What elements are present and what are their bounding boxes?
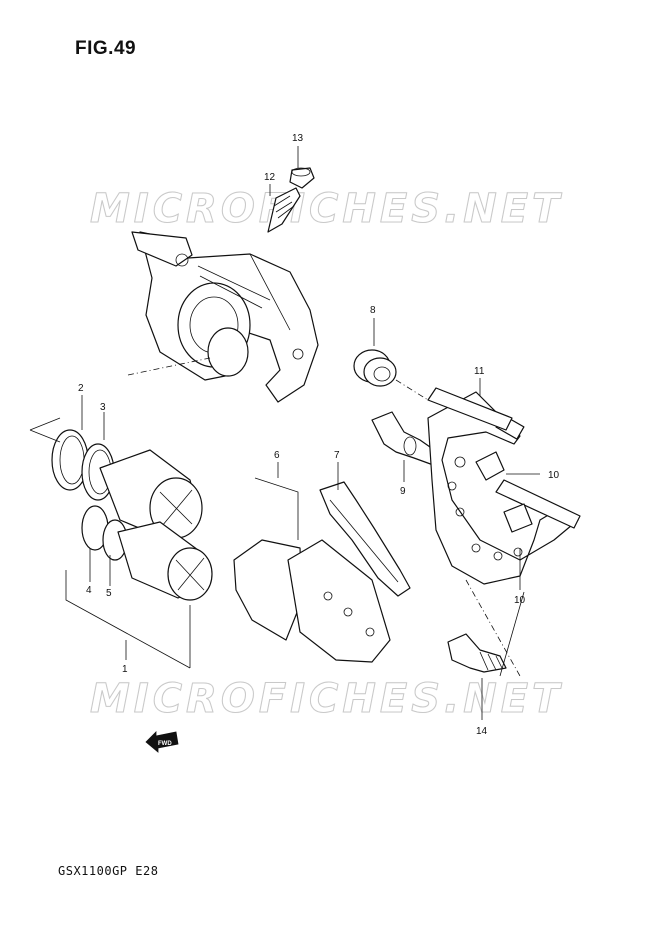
callout-13: 13 — [292, 133, 304, 144]
callout-10-upper: 10 — [548, 470, 560, 481]
watermark-top: MICROFICHES.NET — [89, 186, 564, 233]
fwd-label: FWD — [158, 741, 172, 747]
piston-lower — [117, 521, 213, 601]
callout-5: 5 — [106, 588, 112, 599]
piston-seal-2 — [51, 429, 89, 491]
figure-title: FIG.49 — [75, 38, 137, 59]
pin-boot — [353, 349, 397, 387]
callout-4: 4 — [86, 585, 92, 596]
callout-10-lower: 10 — [514, 595, 526, 606]
callout-11: 11 — [474, 366, 485, 377]
callout-9: 9 — [400, 486, 406, 497]
brake-pad — [233, 539, 391, 663]
callout-2: 2 — [78, 383, 84, 394]
bracket-clip-lower — [503, 503, 533, 533]
leader-lines — [29, 146, 540, 720]
caliper-body — [131, 231, 319, 403]
caliper-bracket — [427, 387, 581, 585]
mounting-bolt — [447, 633, 507, 673]
bleeder-cap — [289, 167, 315, 189]
callout-14: 14 — [476, 726, 488, 737]
callout-3: 3 — [100, 402, 106, 413]
fwd-arrow-icon: FWD — [145, 731, 179, 753]
watermark-bottom: MICROFICHES.NET — [89, 676, 564, 723]
pad-spring — [319, 481, 411, 597]
piston-upper — [99, 449, 203, 541]
callout-labels: 1 2 3 4 5 6 7 8 9 10 10 11 12 13 14 — [78, 133, 560, 737]
callout-12: 12 — [264, 172, 276, 183]
bracket-clip-upper — [475, 451, 505, 481]
callout-6: 6 — [274, 450, 280, 461]
model-code: GSX1100GP E28 — [58, 864, 159, 878]
callout-1: 1 — [122, 664, 128, 675]
callout-7: 7 — [334, 450, 340, 461]
callout-8: 8 — [370, 305, 376, 316]
bleeder-screw — [267, 187, 301, 233]
